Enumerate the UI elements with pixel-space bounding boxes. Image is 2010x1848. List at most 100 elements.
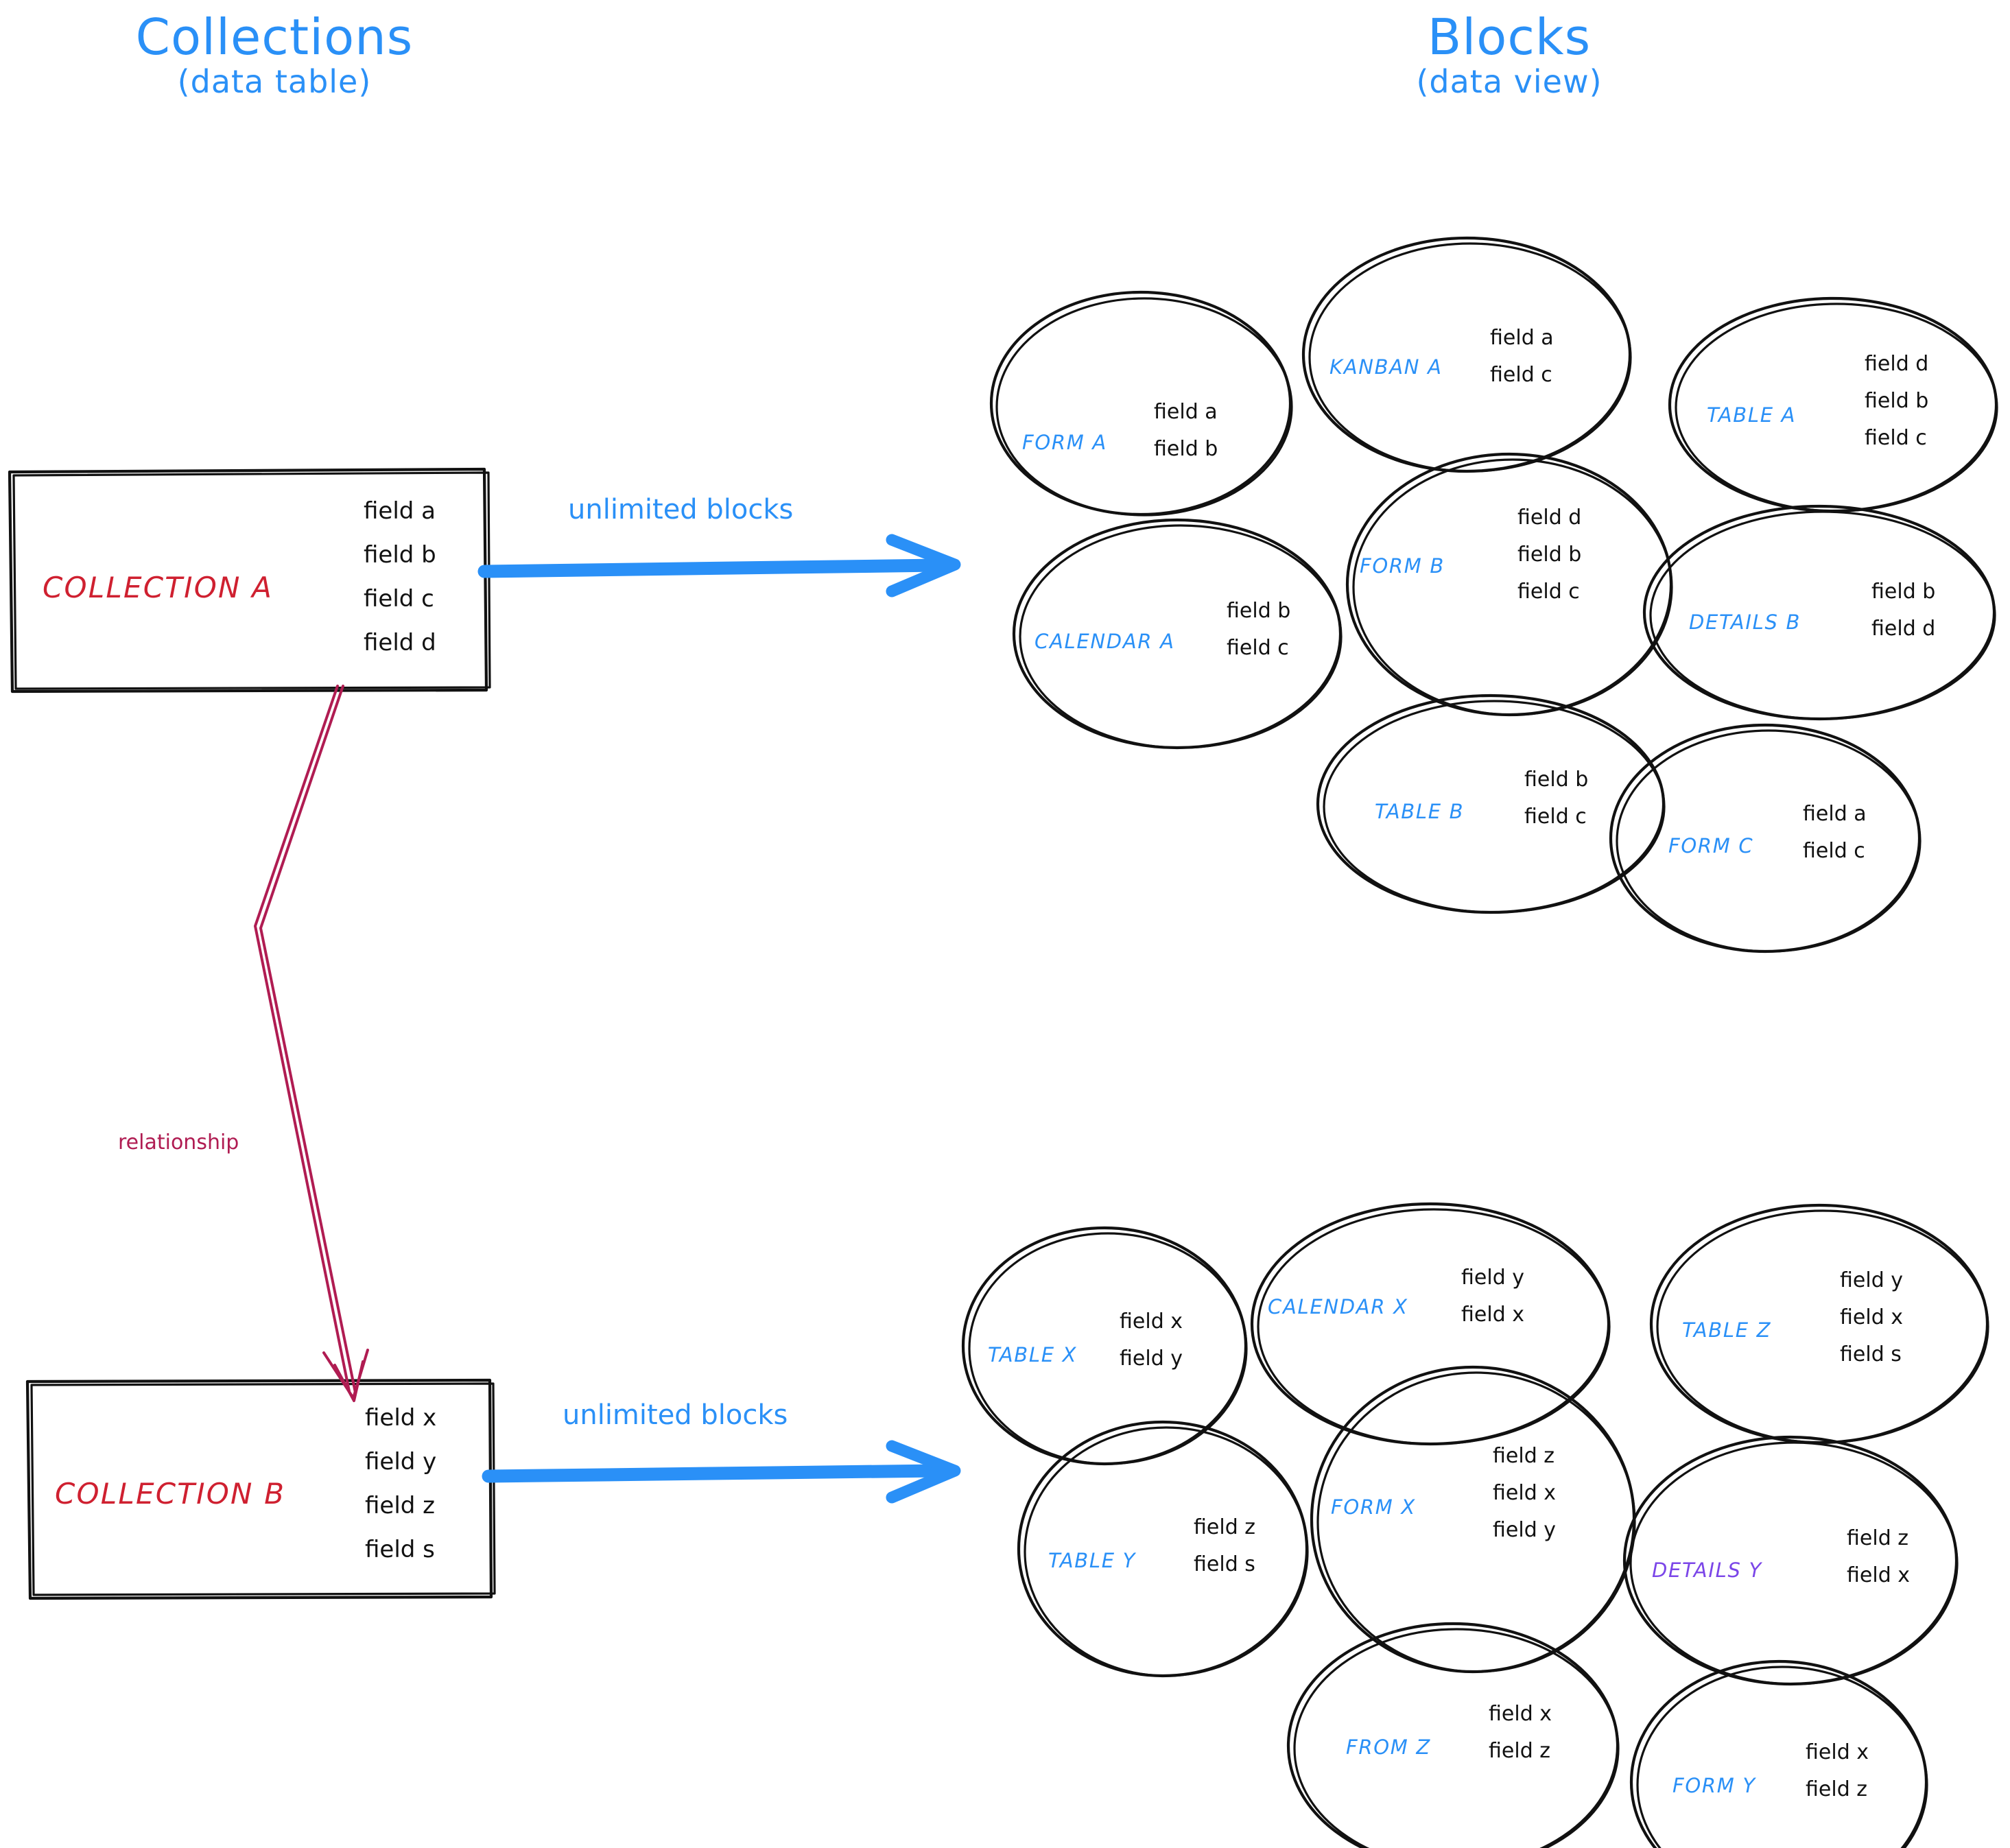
collection-b-field-0: field x [365,1404,437,1432]
block-ellipse-form-y [1629,1659,1928,1848]
block-details-b-field-1: field d [1871,617,1936,641]
heading-blocks-subtitle: (data view) [1416,63,1603,101]
block-ellipse-form-a [989,290,1293,517]
heading-collections-title: Collections [135,8,414,66]
block-from-z-field-1: field z [1489,1739,1551,1763]
block-form-b-field-0: field d [1517,506,1582,530]
block-table-x-name: TABLE X [988,1343,1078,1366]
block-form-x-field-0: field z [1493,1444,1555,1468]
block-ellipse-calendar-a [1012,518,1343,750]
block-table-y-fields: field z field s [1194,1517,1255,1591]
block-calendar-a-field-0: field b [1227,599,1291,623]
arrow-label-unlimited-blocks-a: unlimited blocks [568,494,794,525]
block-form-x-name: FORM X [1331,1495,1416,1519]
block-table-z-name: TABLE Z [1682,1318,1772,1342]
arrow-label-unlimited-blocks-b: unlimited blocks [563,1399,788,1431]
collection-a-name: COLLECTION A [43,571,274,604]
block-table-x-fields: field x field y [1120,1312,1183,1386]
block-kanban-a-field-1: field c [1490,363,1552,387]
block-calendar-a-field-1: field c [1227,636,1289,660]
block-details-b-name: DETAILS B [1689,611,1801,634]
unlimited-blocks-arrow-b [482,1440,961,1504]
collection-a-field-3: field d [364,629,436,656]
block-table-b-fields: field b field c [1524,770,1588,844]
block-form-y-field-1: field z [1806,1777,1868,1801]
block-kanban-a-field-0: field a [1490,326,1554,350]
block-form-x-fields: field z field x field y [1493,1446,1556,1557]
block-details-y-name: DETAILS Y [1652,1559,1762,1582]
heading-collections-subtitle: (data table) [177,63,372,101]
block-from-z-fields: field x field z [1489,1704,1552,1778]
block-table-z-field-2: field s [1840,1342,1902,1366]
block-form-y-fields: field x field z [1806,1742,1869,1816]
block-table-a-name: TABLE A [1707,403,1797,427]
collection-b-fields: field x field y field z field s [365,1406,436,1582]
block-form-x-field-2: field y [1493,1518,1557,1542]
block-ellipse-table-z [1649,1203,1989,1445]
block-details-y-fields: field z field x [1847,1528,1910,1602]
block-details-y-field-0: field z [1847,1526,1909,1550]
block-details-b-fields: field b field d [1871,582,1935,656]
block-table-z-fields: field y field x field s [1840,1270,1903,1382]
block-form-y-field-0: field x [1806,1740,1869,1764]
block-kanban-a-name: KANBAN A [1329,355,1443,379]
block-table-z-field-0: field y [1840,1268,1904,1292]
block-form-b-fields: field d field b field c [1517,508,1581,619]
block-form-c-name: FORM C [1668,834,1754,857]
block-form-c-field-0: field a [1803,802,1867,826]
block-ellipse-calendar-x [1250,1202,1611,1446]
collection-a-field-2: field c [364,585,434,613]
block-table-b-field-1: field c [1524,805,1587,829]
collection-b-box-outline [25,1378,496,1600]
block-calendar-x-fields: field y field x [1461,1268,1524,1342]
block-from-z-name: FROM Z [1346,1736,1431,1759]
block-table-y-name: TABLE Y [1048,1549,1137,1572]
block-form-a-field-0: field a [1154,400,1218,424]
collection-b-name: COLLECTION B [55,1477,286,1511]
collection-b-field-1: field y [365,1448,437,1476]
block-table-x-field-0: field x [1120,1310,1183,1334]
block-table-a-field-0: field d [1865,352,1929,376]
block-form-b-field-2: field c [1517,580,1580,604]
relationship-label: relationship [118,1130,239,1154]
unlimited-blocks-arrow-a [477,534,961,597]
block-form-a-field-1: field b [1154,437,1218,461]
block-calendar-x-field-0: field y [1461,1266,1525,1290]
collection-a-field-1: field b [364,541,436,569]
block-details-y-field-1: field x [1847,1563,1911,1587]
block-ellipse-form-c [1609,723,1922,953]
block-ellipse-from-z [1286,1622,1620,1848]
heading-blocks-title: Blocks [1427,8,1592,66]
block-from-z-field-0: field x [1489,1702,1552,1726]
block-calendar-x-field-1: field x [1461,1303,1525,1327]
block-form-a-name: FORM A [1022,431,1107,454]
collection-b-field-3: field s [365,1536,435,1563]
block-form-b-field-1: field b [1517,543,1582,567]
block-table-a-field-2: field c [1865,426,1927,450]
collection-a-fields: field a field b field c field d [364,499,436,675]
block-form-a-fields: field a field b [1154,402,1218,476]
block-ellipse-details-b [1642,504,1996,721]
block-ellipse-form-b [1345,452,1673,717]
relationship-arrow [254,685,369,1402]
collection-a-field-0: field a [364,497,436,525]
block-form-x-field-1: field x [1493,1481,1557,1505]
block-calendar-a-fields: field b field c [1227,601,1290,675]
block-table-b-name: TABLE B [1375,800,1465,823]
block-ellipse-details-y [1622,1435,1959,1686]
block-table-y-field-1: field s [1194,1552,1255,1576]
block-form-c-field-1: field c [1803,839,1865,863]
block-table-x-field-1: field y [1120,1347,1183,1371]
block-calendar-a-name: CALENDAR A [1034,630,1175,653]
collection-b-field-2: field z [365,1492,436,1519]
block-ellipse-table-b [1316,694,1666,914]
block-ellipse-kanban-a [1301,236,1632,473]
collection-a-box-outline [8,467,491,694]
block-form-b-name: FORM B [1360,554,1445,578]
block-calendar-x-name: CALENDAR X [1268,1295,1408,1318]
heading-collections: Collections (data table) [69,12,480,102]
block-table-b-field-0: field b [1524,768,1589,792]
block-ellipse-table-x [961,1226,1248,1466]
